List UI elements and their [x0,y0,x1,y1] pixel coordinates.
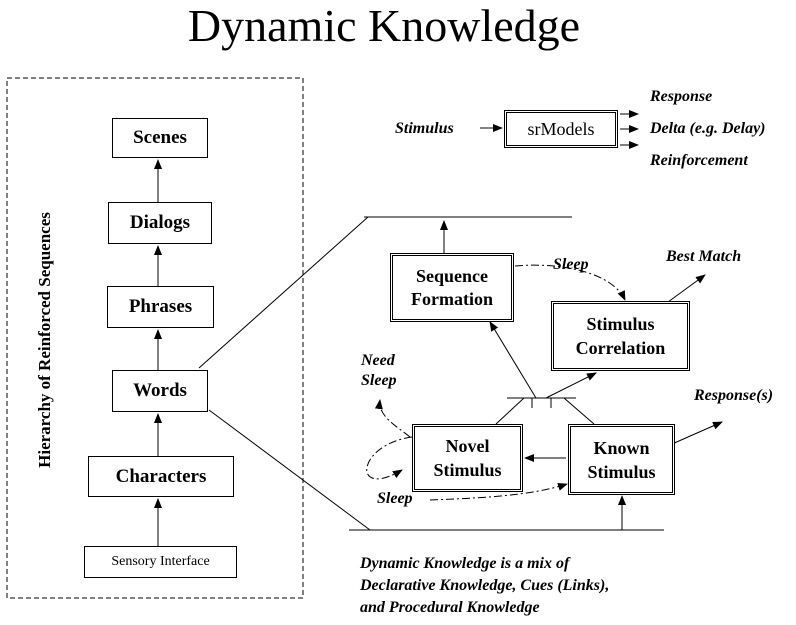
link-novel-to-junction [495,397,525,425]
novel-stimulus-line-1: Novel [445,436,490,456]
need-sleep-path [374,399,411,438]
arrow-to-stim-correlation [545,372,597,399]
arrow-best-match [667,274,706,303]
known-stimulus-line-2: Stimulus [587,461,656,482]
sequence-formation-line-1: Sequence [416,265,488,286]
sequence-formation-line-2: Formation [411,288,493,309]
zoom-line-bottom [208,409,371,531]
stimulus-correlation-line-2: Correlation [575,338,666,358]
need-sleep-label: Need Sleep [361,351,397,391]
caption-line-2: Declarative Knowledge, Cues (Links), [360,577,610,594]
caption-line-1: Dynamic Knowledge is a mix of [360,555,570,572]
best-match-label: Best Match [666,248,742,265]
need-sleep-line-2: Sleep [361,372,397,389]
box-phrases: Phrases [107,286,214,328]
diagram-title: Dynamic Knowledge [187,0,581,51]
link-known-to-junction [563,397,595,425]
response-s-label: Response(s) [694,387,774,404]
box-stimulus-correlation: Stimulus Correlation [551,301,690,371]
caption: Dynamic Knowledge is a mix of Declarativ… [360,553,609,619]
sleep-loop-path [366,436,413,480]
box-dialogs: Dialogs [108,202,212,244]
sleep-label-bottom: Sleep [377,490,413,507]
box-srmodels: srModels [504,110,618,148]
arrow-to-seq-formation [489,321,537,399]
sr-output-delta: Delta (e.g. Delay) [650,120,766,137]
hierarchy-label: Hierarchy of Reinforced Sequences [35,212,54,468]
box-sensory-interface: Sensory Interface [84,546,237,578]
box-known-stimulus: Known Stimulus [568,424,675,495]
sr-output-response: Response [650,88,713,105]
box-characters: Characters [88,456,234,497]
box-words: Words [112,370,208,412]
novel-stimulus-line-2: Stimulus [433,460,502,480]
box-scenes: Scenes [112,118,208,158]
sleep-bottom-path [429,482,568,501]
need-sleep-line-1: Need [361,352,395,369]
box-sequence-formation: Sequence Formation [390,253,514,322]
sleep-label-top: Sleep [553,256,589,273]
sleep-path-top [514,264,626,301]
known-stimulus-line-1: Known [593,437,650,458]
zoom-line-top [198,216,369,369]
hierarchy-frame [6,77,304,599]
caption-line-3: and Procedural Knowledge [360,599,540,616]
box-novel-stimulus: Novel Stimulus [412,424,523,492]
sr-output-reinforcement: Reinforcement [650,152,748,169]
stimulus-correlation-line-1: Stimulus [586,314,655,334]
sr-input-label: Stimulus [395,120,454,137]
